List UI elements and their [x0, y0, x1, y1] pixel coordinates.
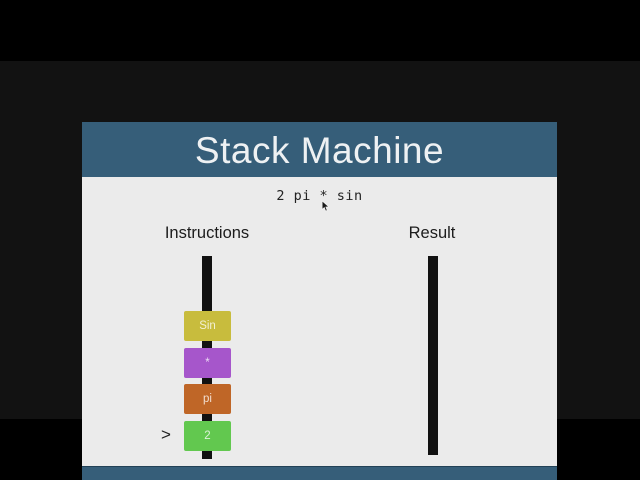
instruction-box-two: 2 [184, 421, 231, 451]
result-label: Result [408, 224, 456, 242]
expression-text: 2 pi * sin [276, 188, 363, 204]
instruction-box-sin: Sin [184, 311, 231, 341]
instruction-box-multiply: * [184, 348, 231, 378]
result-stack-bar [428, 256, 438, 455]
slide: Stack Machine 2 pi * sin Instructions Re… [82, 122, 557, 480]
slide-header: Stack Machine [82, 122, 557, 177]
slide-title: Stack Machine [194, 130, 445, 171]
stack-pointer: > [161, 425, 171, 444]
instruction-box-pi: pi [184, 384, 231, 414]
slide-footer [82, 466, 557, 480]
presentation-stage: Stack Machine 2 pi * sin Instructions Re… [0, 61, 640, 480]
mouse-cursor-icon [321, 200, 330, 212]
instructions-label: Instructions [164, 224, 250, 242]
